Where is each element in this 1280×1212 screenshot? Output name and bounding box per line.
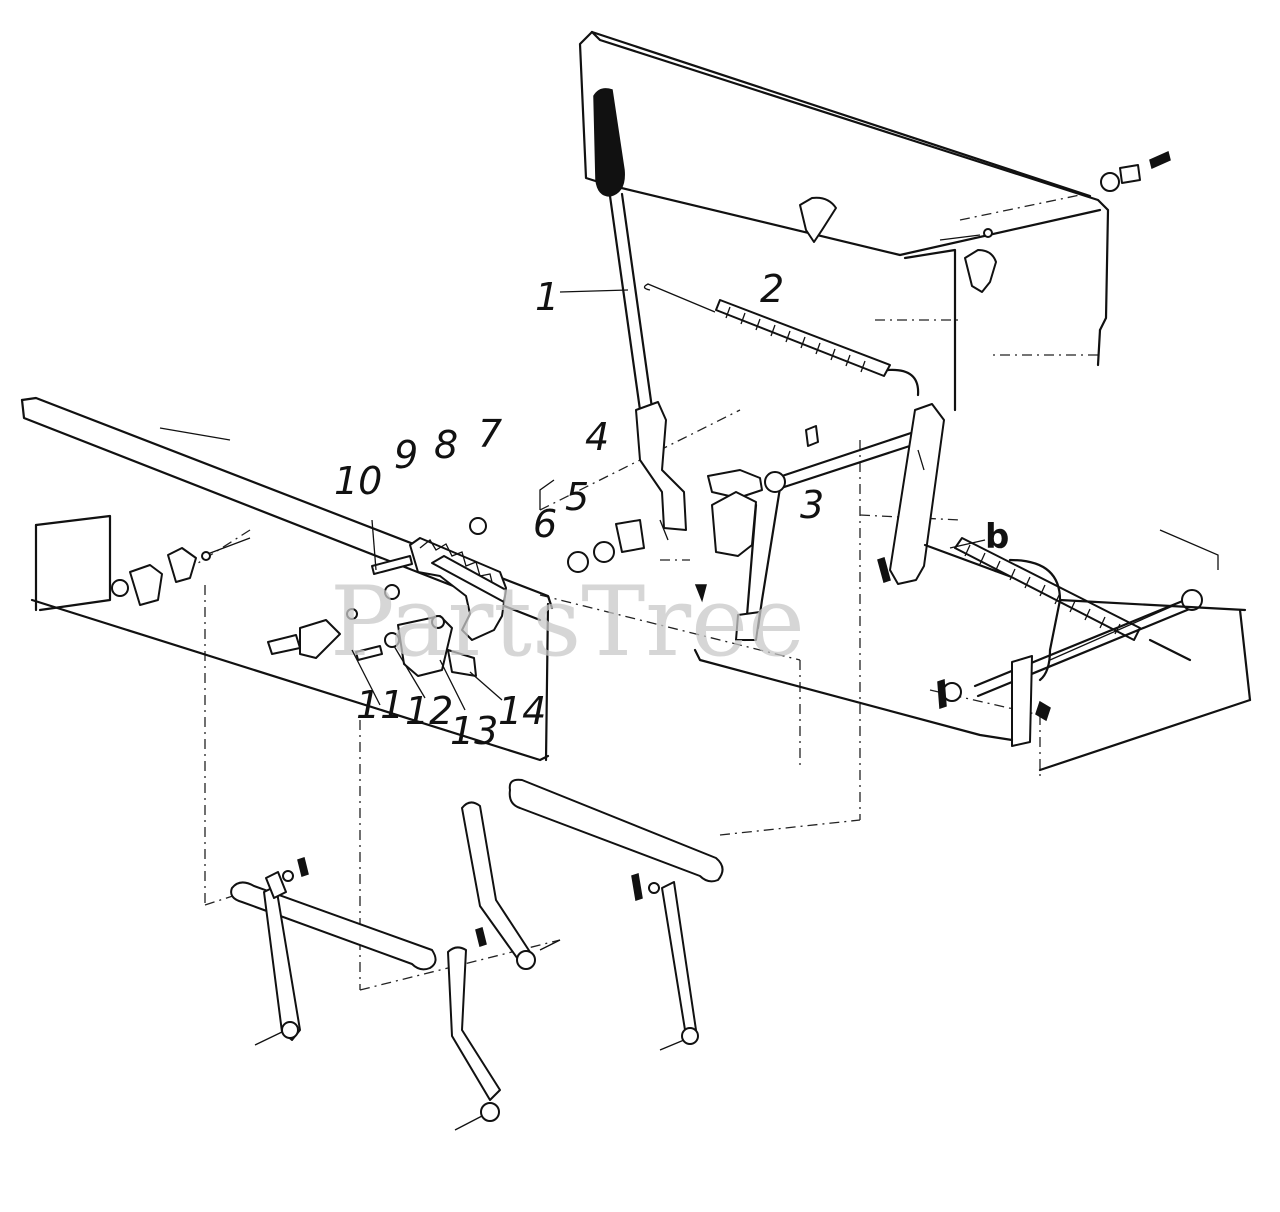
callout-b: b [985,517,1009,557]
callout-11: 11 [356,683,404,727]
callout-7: 7 [478,412,502,456]
spring-assembly [643,283,920,397]
lower-linkage-arms [230,778,724,1131]
callout-13: 13 [450,709,498,753]
callout-labels: 1 2 3 4 5 6 7 8 9 10 11 12 13 14 b [334,267,1009,753]
callout-1: 1 [535,275,559,319]
lift-handle [593,88,687,541]
callout-2: 2 [760,267,784,311]
callout-6: 6 [533,502,557,546]
watermark: PartsTree [330,566,805,678]
callout-12: 12 [405,689,453,733]
rear-lift-linkage [693,529,1252,772]
callout-9: 9 [394,433,418,477]
rear-panel [578,30,1171,412]
callout-10: 10 [334,459,382,503]
callout-5: 5 [565,475,589,519]
pivot-parts [539,479,645,573]
callout-3: 3 [800,483,824,527]
callout-4: 4 [585,415,609,459]
callout-14: 14 [498,689,546,733]
lift-bracket-assembly [694,403,945,642]
control-panel [20,396,554,762]
callout-8: 8 [434,423,458,467]
quadrant-parts [267,517,507,677]
